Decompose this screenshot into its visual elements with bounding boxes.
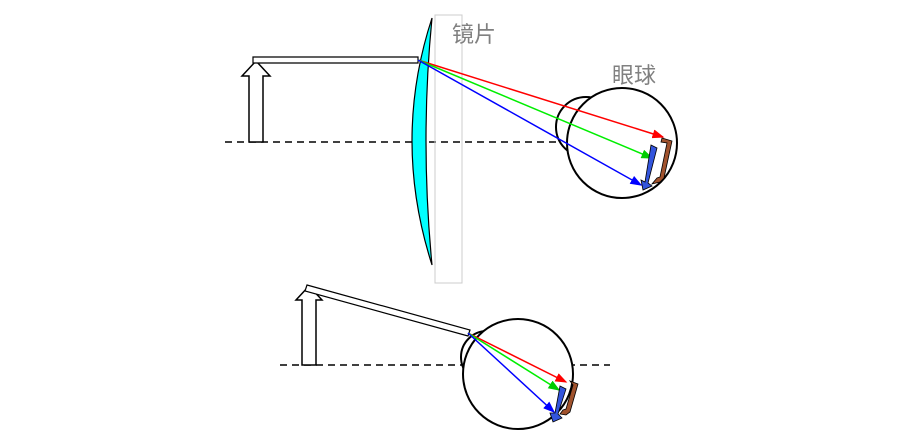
object-arrow-bottom [294, 284, 324, 366]
lens-frame [434, 14, 463, 284]
ray-green-bottom [467, 332, 561, 391]
top-scene [225, 14, 678, 284]
lens [411, 17, 433, 266]
object-arrow-top [240, 59, 272, 143]
light-beam-bottom [304, 284, 471, 337]
ray-blue-bottom [467, 332, 556, 414]
ray-green-top [417, 59, 654, 159]
light-beam-top [252, 56, 419, 64]
eyeball-label: 眼球 [612, 64, 657, 89]
retina-image-blue-bottom [549, 385, 567, 423]
retina-image-blue-top [640, 144, 658, 191]
ray-red-bottom [467, 332, 568, 383]
retina-image-brown-bottom [559, 380, 579, 416]
bottom-scene [280, 284, 610, 430]
ray-red-top [417, 59, 665, 139]
ray-blue-top [417, 59, 643, 186]
lens-label: 镜片 [452, 23, 497, 48]
retina-image-brown-top [650, 137, 673, 185]
